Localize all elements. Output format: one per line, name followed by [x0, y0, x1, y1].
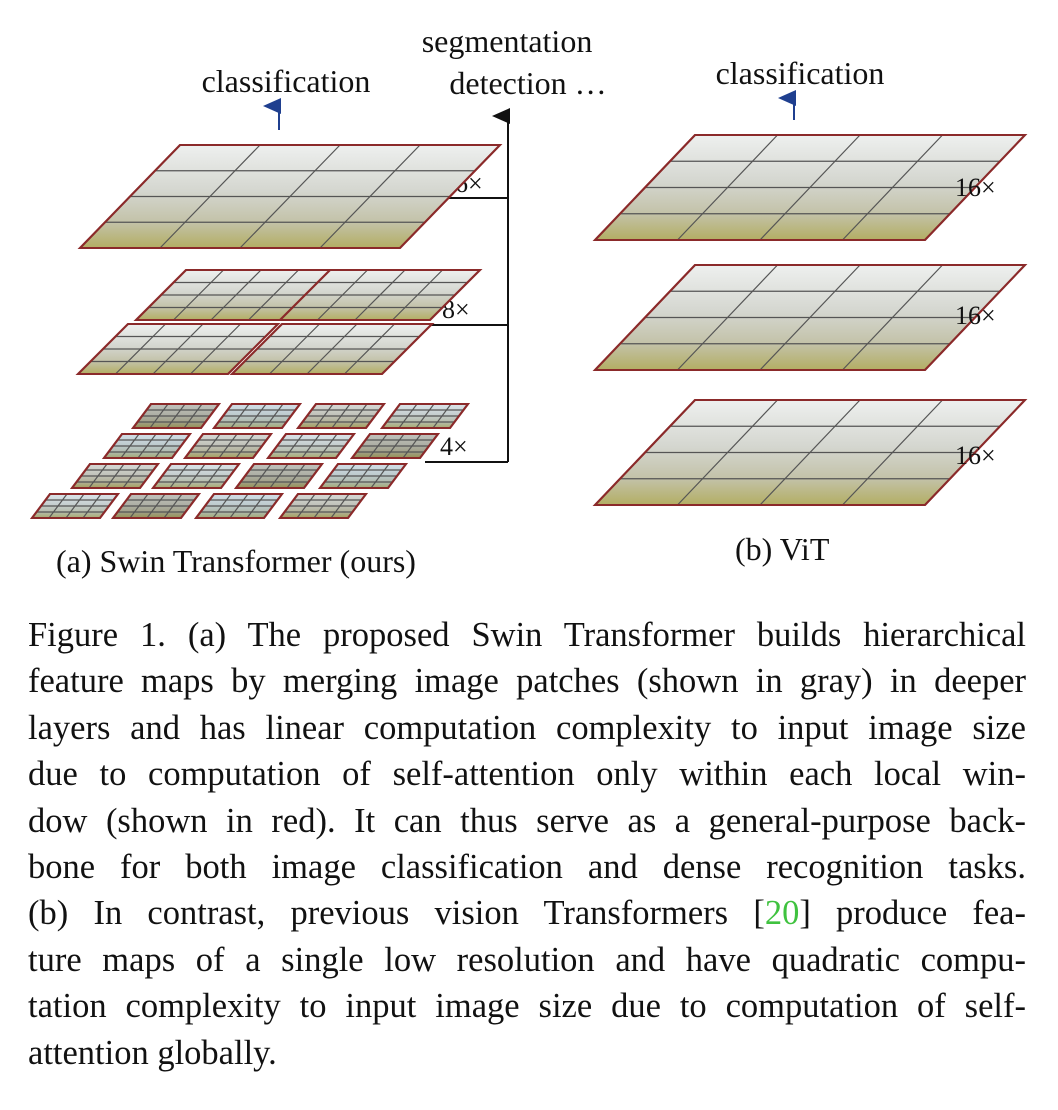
panel-a-feature-maps: [30, 144, 503, 519]
vit-feature-map: [592, 399, 1028, 506]
panel-b-top-label: classification: [716, 55, 885, 91]
scale-label-4x: 4×: [440, 432, 468, 461]
window-8x: [229, 323, 435, 375]
citation-link[interactable]: 20: [764, 894, 800, 933]
feature-map-16x: [77, 144, 503, 249]
vit-feature-map: [592, 134, 1028, 241]
panel-b-scale-label-3: 16×: [955, 441, 996, 470]
figure-canvas: classification segmentation detection … …: [30, 23, 1028, 579]
window-4x: [111, 493, 201, 519]
window-4x: [318, 463, 408, 489]
figure-caption: Figure 1. (a) The proposed Swin Transfor…: [28, 612, 1026, 1076]
window-4x: [151, 463, 241, 489]
caption-line: layers and has linear computation comple…: [28, 708, 1026, 747]
window-4x: [350, 433, 440, 459]
panel-a-side-top-label: segmentation: [422, 23, 593, 59]
caption-line: dow (shown in red). It can thus serve as…: [28, 801, 1026, 840]
caption-line: feature maps by merging image patches (s…: [28, 662, 1026, 701]
caption-line-part: (b) In contrast, previous vision Transfo…: [28, 894, 765, 933]
caption-line: Figure 1. (a) The proposed Swin Transfor…: [28, 616, 1026, 654]
caption-line: attention globally.: [28, 1033, 277, 1072]
window-4x: [102, 433, 192, 459]
panel-a-caption: (a) Swin Transformer (ours): [56, 543, 416, 579]
window-4x: [380, 403, 470, 429]
window-4x: [278, 493, 368, 519]
panel-b-caption: (b) ViT: [735, 531, 830, 567]
vit-feature-map: [592, 264, 1028, 371]
window-4x: [212, 403, 302, 429]
window-4x: [234, 463, 324, 489]
caption-line: bone for both image classification and d…: [28, 848, 1026, 887]
window-8x: [277, 269, 483, 321]
window-4x: [30, 493, 120, 519]
panel-b-scale-label-1: 16×: [955, 173, 996, 202]
panel-a-top-label: classification: [202, 63, 371, 99]
window-4x: [183, 433, 273, 459]
panel-a-side-bottom-label: detection …: [449, 65, 606, 101]
caption-line: ture maps of a single low resolution and…: [28, 940, 1026, 979]
window-4x: [266, 433, 356, 459]
window-4x: [131, 403, 221, 429]
window-4x: [194, 493, 284, 519]
panel-b-scale-label-2: 16×: [955, 301, 996, 330]
caption-line: due to computation of self-attention onl…: [28, 755, 1026, 794]
window-8x: [75, 323, 281, 375]
window-4x: [70, 463, 160, 489]
caption-line-with-citation: (b) In contrast, previous vision Transfo…: [28, 890, 1026, 936]
caption-line: tation complexity to input image size du…: [28, 987, 1026, 1026]
window-4x: [296, 403, 386, 429]
figure-1: classification segmentation detection … …: [30, 23, 1028, 579]
panel-b-feature-maps: [592, 134, 1028, 506]
caption-line-part: ] produce fea-: [799, 894, 1026, 933]
